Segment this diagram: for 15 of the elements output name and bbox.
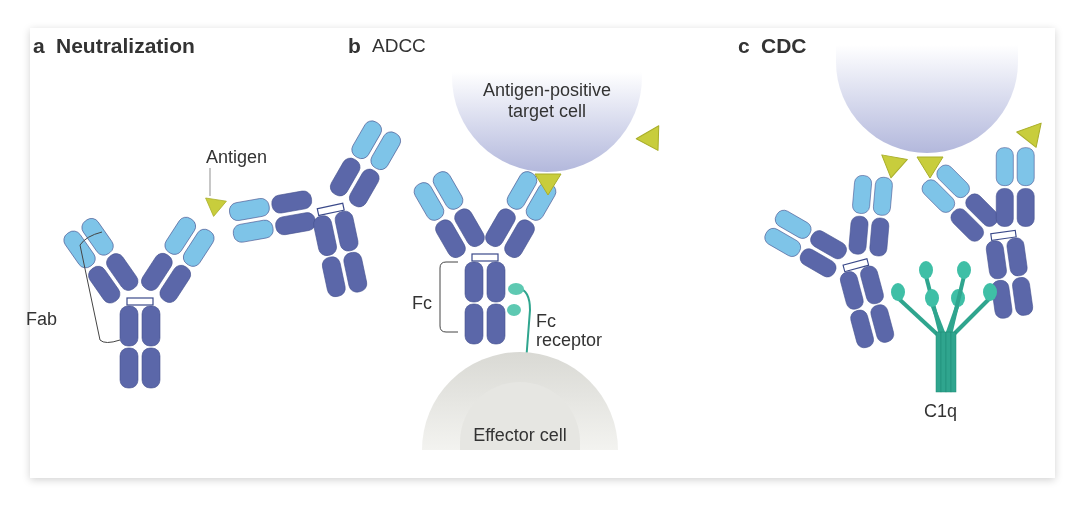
panel-letter: c	[738, 33, 750, 59]
cell-label: Antigen-positive target cell	[481, 80, 613, 122]
cell-label: Effector cell	[473, 425, 567, 446]
antigen-icon	[204, 194, 228, 218]
panel-letter: b	[348, 33, 361, 59]
part-label: Fab	[26, 308, 58, 331]
part-label: C1q	[924, 400, 958, 423]
panel-letter: a	[33, 33, 45, 59]
panel-title: ADCC	[372, 34, 426, 58]
panel-title: Neutralization	[56, 33, 195, 59]
leader-line	[209, 167, 211, 197]
panel-title: CDC	[761, 33, 807, 59]
part-label: Fc receptor	[536, 312, 604, 350]
part-label: Fc	[412, 292, 432, 315]
callout-label: Antigen	[206, 146, 268, 168]
